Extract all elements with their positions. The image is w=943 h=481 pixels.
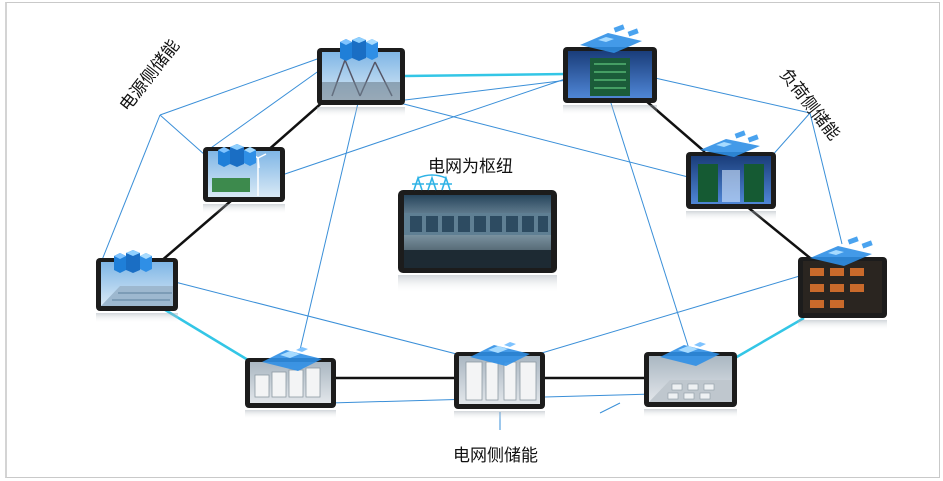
storage-station-icon bbox=[660, 342, 720, 366]
storage-station-icon bbox=[262, 347, 322, 371]
blue-buildings-icon bbox=[114, 250, 152, 273]
load-tile-1 bbox=[563, 47, 657, 115]
blue-buildings-icon bbox=[218, 144, 256, 167]
server-rack-icon bbox=[580, 24, 642, 53]
load-tile-2 bbox=[686, 152, 776, 221]
thin-links bbox=[97, 57, 843, 430]
label-grid-side-storage: 电网侧储能 bbox=[453, 446, 538, 466]
storage-station-icon bbox=[470, 342, 530, 366]
load-tile-3 bbox=[798, 257, 887, 330]
label-grid-hub: 电网为枢纽 bbox=[428, 157, 513, 177]
server-rack-icon bbox=[810, 236, 873, 266]
hub-control-room bbox=[398, 190, 557, 293]
canvas-frame bbox=[5, 2, 940, 478]
grid-tile-2 bbox=[454, 352, 545, 420]
source-tile-1 bbox=[317, 48, 405, 117]
server-rack-icon bbox=[700, 130, 760, 157]
blue-buildings-icon bbox=[340, 37, 378, 61]
control-room-icon bbox=[412, 174, 452, 191]
